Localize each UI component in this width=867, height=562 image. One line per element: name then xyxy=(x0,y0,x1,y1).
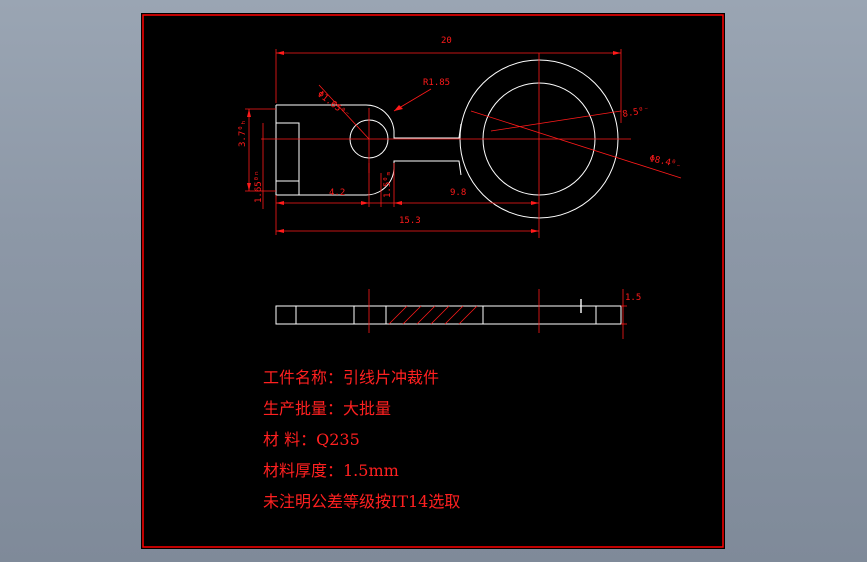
drawing-frame xyxy=(142,14,724,548)
dim-len-b: 9.8 xyxy=(450,188,466,198)
drawing-sheet: 20 Φ1.65⁰⁻ R1.85 8.5⁰⁻ Φ8.4⁰₋ 3.7⁰ₕ 1.65… xyxy=(141,13,725,549)
dim-ring-angle: 8.5⁰⁻ xyxy=(622,105,650,120)
dim-height: 3.7⁰ₕ xyxy=(238,120,248,147)
dim-thickness: 1.5 xyxy=(625,293,641,303)
tab-upper-edge xyxy=(276,104,462,139)
cad-drawing: 20 Φ1.65⁰⁻ R1.85 8.5⁰⁻ Φ8.4⁰₋ 3.7⁰ₕ 1.65… xyxy=(142,14,724,548)
note-part-name: 工件名称：引线片冲裁件 xyxy=(263,368,440,387)
dimension-arrows xyxy=(247,51,621,233)
section-view xyxy=(275,305,622,325)
note-material: 材 料：Q235 xyxy=(263,430,360,449)
note-thickness: 材料厚度：1.5mm xyxy=(263,461,399,480)
tab-lower-edge xyxy=(299,160,462,196)
technical-notes: 工件名称：引线片冲裁件 生产批量：大批量 材 料：Q235 材料厚度：1.5mm… xyxy=(263,362,460,517)
section-hatch xyxy=(368,289,627,339)
plan-view-dimensions xyxy=(245,49,682,238)
dim-neck-width: 1.5⁰ₘ xyxy=(383,171,393,198)
dim-total: 15.3 xyxy=(399,216,421,226)
dim-tab-height: 1.65⁰ⁿ xyxy=(254,170,264,203)
dim-len-a: 4.2 xyxy=(329,188,345,198)
note-tolerance: 未注明公差等级按IT14选取 xyxy=(263,492,461,511)
dim-overall-length: 20 xyxy=(441,36,452,46)
dim-radius: R1.85 xyxy=(423,78,450,88)
dim-ring-dia: Φ8.4⁰₋ xyxy=(648,154,682,171)
note-batch: 生产批量：大批量 xyxy=(263,399,392,418)
